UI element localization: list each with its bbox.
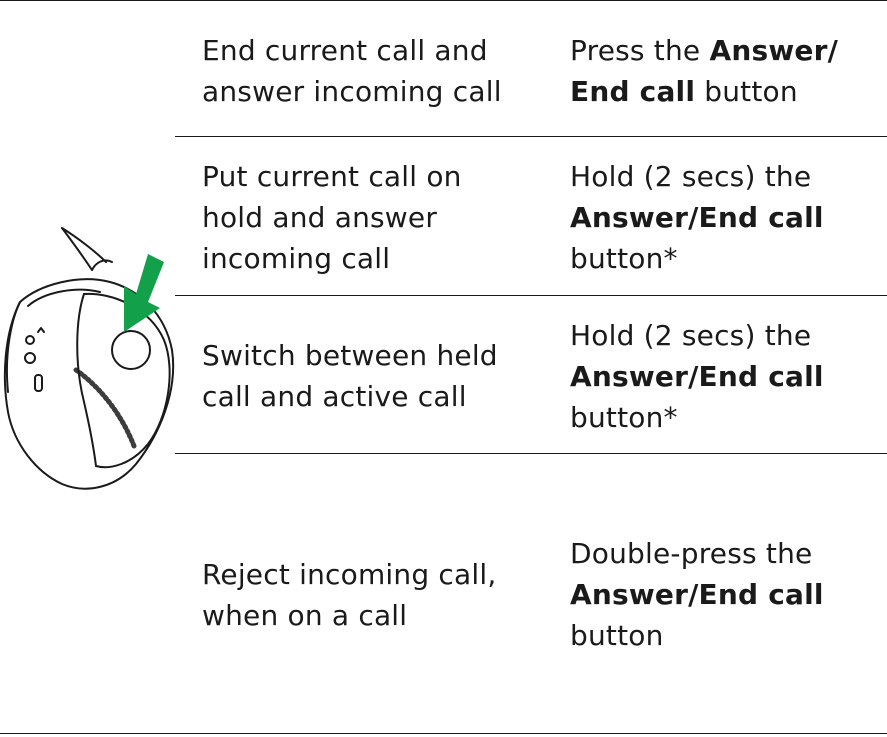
action-text-line: End current call and [202,34,488,67]
row-4-action: Reject incoming call, when on a call [202,554,496,636]
instruction-text-line: Hold (2 secs) the [570,156,824,197]
pointer-arrow-icon [124,254,164,332]
bottom-rule [0,733,887,734]
button-name-bold: Answer/End call [570,360,824,393]
instruction-text-line: End call button [570,71,838,112]
instruction-text: Hold (2 secs) the [570,319,812,352]
instruction-text-line: button* [570,397,824,438]
action-text-line: Put current call on [202,160,462,193]
instruction-text: button* [570,401,678,434]
row-divider [175,453,887,454]
button-name-bold: End call [570,75,696,108]
instruction-text-line: Answer/End call [570,356,824,397]
button-name-bold: Answer/ [709,34,839,67]
instruction-text: Hold (2 secs) the [570,160,812,193]
instruction-text-line: Answer/End call [570,574,824,615]
row-3-action: Switch between held call and active call [202,335,498,417]
instruction-text-line: Hold (2 secs) the [570,315,824,356]
action-text-line: hold and answer [202,201,438,234]
instruction-text-line: Press the Answer/ [570,30,838,71]
action-text-line: Switch between held [202,339,498,372]
instruction-text: button* [570,242,678,275]
instruction-text: button [695,75,798,108]
instruction-text: button [570,619,664,652]
instruction-text: Double-press the [570,537,813,570]
action-text-line: answer incoming call [202,75,502,108]
instruction-text-line: Answer/End call [570,197,824,238]
row-divider [175,295,887,296]
action-text-line: Reject incoming call, [202,558,497,591]
top-rule [0,0,887,1]
row-1-action: End current call and answer incoming call [202,30,502,112]
instruction-text-line: Double-press the [570,533,824,574]
action-text-line: incoming call [202,242,391,275]
row-1-instruction: Press the Answer/End call button [570,30,838,112]
row-2-action: Put current call on hold and answer incomi… [202,156,462,279]
instruction-text-line: button [570,615,824,656]
action-text-line: call and active call [202,380,467,413]
headset-earcup-illustration [3,227,175,490]
button-name-bold: Answer/End call [570,201,824,234]
button-name-bold: Answer/End call [570,578,824,611]
instruction-text: Press the [570,34,710,67]
row-divider [175,136,887,137]
action-text-line: when on a call [202,599,408,632]
instruction-text-line: button* [570,238,824,279]
